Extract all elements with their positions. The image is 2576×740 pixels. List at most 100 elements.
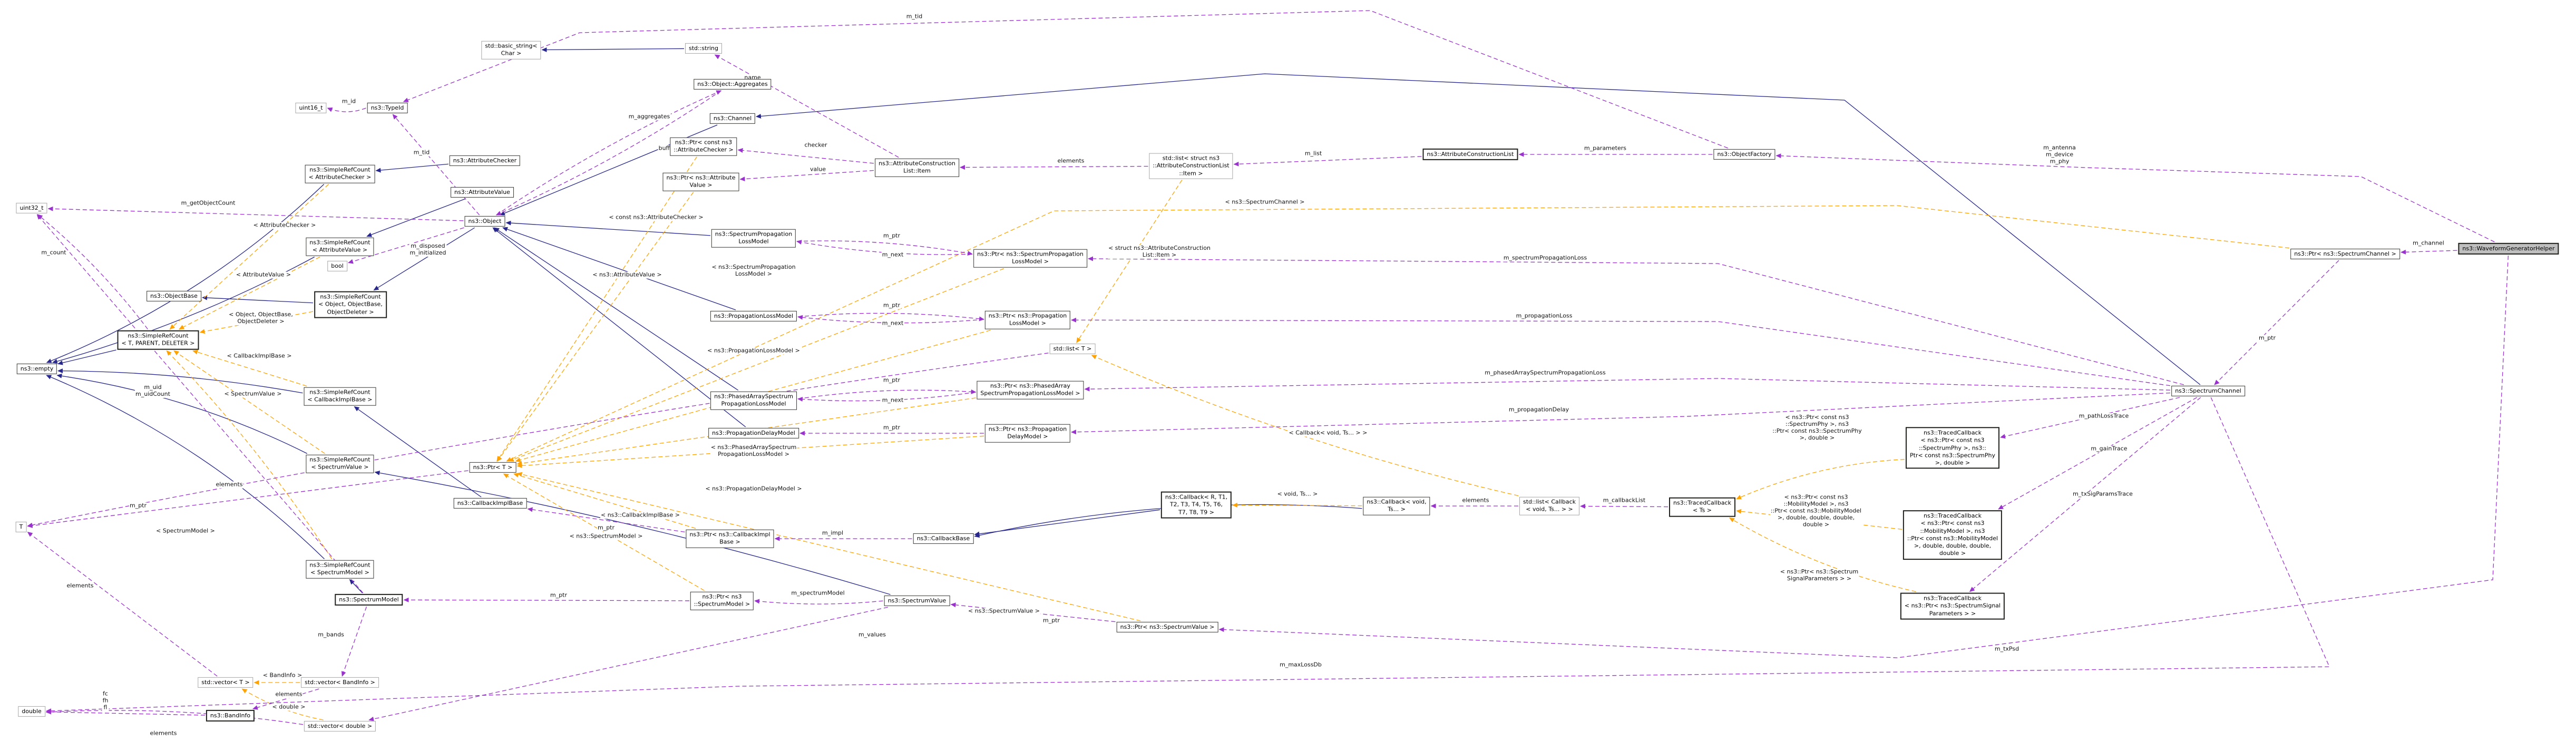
- class-node-ptr_specmodel[interactable]: ns3::Ptr< ns3 ::SpectrumModel >: [690, 591, 754, 610]
- edge-label-object-to-typeid: m_tid: [413, 149, 431, 157]
- edge-label-src_av-to-src_tpd: < AttributeValue >: [235, 271, 292, 279]
- edge-std_string-to-basic_string: [541, 47, 685, 52]
- edge-label-ptr_prop_loss-to-ptr_t: < ns3::PropagationLossModel >: [707, 347, 801, 355]
- main-class-node-helper[interactable]: ns3::WaveformGeneratorHelper: [2458, 242, 2559, 255]
- class-node-pa_loss[interactable]: ns3::PhasedArraySpectrum PropagationLoss…: [710, 391, 797, 410]
- edge-vector_t-to-T: [27, 531, 218, 677]
- class-node-bandinfo[interactable]: ns3::BandInfo: [206, 709, 255, 722]
- class-node-ns3_empty[interactable]: ns3::empty: [16, 363, 57, 375]
- class-node-channel[interactable]: ns3::Channel: [709, 113, 756, 124]
- edge-spectrummodel-to-vector_bandinfo: [341, 606, 367, 677]
- edge-src_sm-to-ns3_empty: [46, 375, 325, 559]
- edge-src_av-to-src_tpd: [179, 256, 320, 330]
- class-node-prop_delay[interactable]: ns3::PropagationDelayModel: [708, 427, 799, 439]
- class-node-typeid[interactable]: ns3::TypeId: [367, 102, 408, 114]
- class-node-std_string[interactable]: std::string: [685, 43, 723, 54]
- class-node-ptr_prop_loss[interactable]: ns3::Ptr< ns3::Propagation LossModel >: [984, 310, 1071, 329]
- edge-ptr_spectrumchannel-to-spectrumchannel: [2214, 260, 2339, 385]
- edge-spectrumvalue-to-src_sv: [374, 470, 891, 595]
- class-node-double[interactable]: double: [18, 706, 45, 717]
- edge-label-ptr_cib-to-ptr_t: < ns3::CallbackImplBase >: [600, 511, 680, 519]
- edge-prop_loss-to-ptr_prop_loss: [797, 313, 984, 322]
- edge-spectrumvalue-to-ptr_specmodel: [754, 599, 883, 605]
- edge-src_obj-to-objectbase: [202, 295, 314, 304]
- class-node-list_callback[interactable]: std::list< Callback < void, Ts... > >: [1519, 496, 1579, 515]
- class-node-object[interactable]: ns3::Object: [464, 216, 505, 227]
- class-node-T[interactable]: T: [15, 521, 27, 533]
- edge-object-to-uint32_t: [47, 206, 464, 221]
- class-node-spectrummodel[interactable]: ns3::SpectrumModel: [335, 593, 403, 606]
- edge-object-to-aggregates: [496, 90, 722, 216]
- class-node-attrchecker[interactable]: ns3::AttributeChecker: [449, 155, 521, 167]
- edge-ptr_specvalue-to-ptr_t: [516, 472, 1141, 621]
- edge-label-tcb_phy-to-tracedcb_ts: < ns3::Ptr< const ns3 ::SpectrumPhy >, n…: [1772, 414, 1862, 442]
- class-node-basic_string[interactable]: std::basic_string< Char >: [481, 41, 541, 60]
- class-node-stdlist_t[interactable]: std::list< T >: [1049, 343, 1096, 355]
- class-node-objectbase[interactable]: ns3::ObjectBase: [147, 290, 201, 302]
- edge-ptr_spec_prop_loss-to-ptr_t: [508, 268, 1004, 462]
- edge-spectrummodel-to-uint32_t: [36, 214, 364, 593]
- class-node-itemlist[interactable]: std::list< struct ns3 ::AttributeConstru…: [1149, 153, 1233, 179]
- edge-label-ptr_const_ac-to-ptr_t: < const ns3::AttributeChecker >: [608, 213, 704, 221]
- class-node-src_obj[interactable]: ns3::SimpleRefCount < Object, ObjectBase…: [314, 291, 387, 318]
- edge-label-objectfactory-to-typeid: m_tid: [905, 13, 923, 21]
- class-node-spectrumchannel[interactable]: ns3::SpectrumChannel: [2171, 385, 2245, 397]
- class-node-tcb_phy[interactable]: ns3::TracedCallback < ns3::Ptr< const ns…: [1905, 427, 2000, 469]
- class-node-acl[interactable]: ns3::AttributeConstructionList: [1422, 148, 1518, 161]
- edge-label-ptr_pa_loss-to-ptr_t: < ns3::PhasedArraySpectrum PropagationLo…: [710, 444, 797, 458]
- class-node-tracedcb_ts[interactable]: ns3::TracedCallback < Ts >: [1669, 497, 1735, 517]
- class-node-acl_item[interactable]: ns3::AttributeConstruction List::Item: [875, 158, 959, 177]
- edge-label-ptr_specmodel-to-spectrummodel: m_ptr: [549, 591, 568, 599]
- class-node-aggregates[interactable]: ns3::Object::Aggregates: [694, 79, 772, 90]
- class-node-ptr_t[interactable]: ns3::Ptr< T >: [469, 462, 516, 473]
- edge-label-acl_item-to-ptr_av: value: [809, 165, 827, 173]
- edge-spectrumchannel-to-ptr_prop_delay: [1071, 392, 2171, 435]
- edge-label-vector_t-to-T: elements: [66, 582, 94, 590]
- class-node-ptr_spec_prop_loss[interactable]: ns3::Ptr< ns3::SpectrumPropagation LossM…: [973, 249, 1087, 268]
- class-node-src_sm[interactable]: ns3::SimpleRefCount < SpectrumModel >: [306, 560, 374, 579]
- class-node-src_av[interactable]: ns3::SimpleRefCount < AttributeValue >: [306, 237, 374, 256]
- class-node-ptr_pa_loss[interactable]: ns3::Ptr< ns3::PhasedArray SpectrumPropa…: [977, 381, 1084, 400]
- class-node-src_sv[interactable]: ns3::SimpleRefCount < SpectrumValue >: [306, 454, 374, 473]
- class-node-objectfactory[interactable]: ns3::ObjectFactory: [1713, 149, 1775, 160]
- class-node-src_tpd[interactable]: ns3::SimpleRefCount < T, PARENT, DELETER…: [117, 330, 199, 350]
- class-node-callbackbase[interactable]: ns3::CallbackBase: [913, 533, 974, 544]
- class-node-ptr_cib[interactable]: ns3::Ptr< ns3::CallbackImpl Base >: [686, 529, 774, 548]
- class-node-tcb_sig[interactable]: ns3::TracedCallback < ns3::Ptr< ns3::Spe…: [1900, 592, 2005, 620]
- class-node-spectrumvalue[interactable]: ns3::SpectrumValue: [884, 595, 950, 607]
- class-node-callback9[interactable]: ns3::Callback< R, T1, T2, T3, T4, T5, T6…: [1160, 491, 1232, 519]
- class-node-ptr_prop_delay[interactable]: ns3::Ptr< ns3::Propagation DelayModel >: [984, 424, 1071, 443]
- class-node-attrvalue[interactable]: ns3::AttributeValue: [451, 187, 514, 198]
- edge-label-vector_double-to-double: elements: [149, 729, 178, 737]
- class-node-tcb_mob[interactable]: ns3::TracedCallback < ns3::Ptr< const ns…: [1902, 510, 2003, 560]
- edge-src_cib-to-ns3_empty: [57, 368, 303, 394]
- edge-label-typeid-to-uint16: m_id: [341, 98, 357, 105]
- class-node-ptr_spectrumchannel[interactable]: ns3::Ptr< ns3::SpectrumChannel >: [2290, 248, 2400, 260]
- class-node-uint32_t[interactable]: uint32_t: [16, 202, 47, 214]
- class-node-ptr_specvalue[interactable]: ns3::Ptr< ns3::SpectrumValue >: [1116, 621, 1218, 633]
- class-node-ptr_av[interactable]: ns3::Ptr< ns3::Attribute Value >: [662, 172, 739, 191]
- edge-label-callback_void-to-callback9: < void, Ts... >: [1276, 490, 1319, 498]
- edge-spec_prop_loss-to-ptr_spec_prop_loss: [796, 240, 973, 256]
- class-node-prop_loss[interactable]: ns3::PropagationLossModel: [710, 310, 797, 322]
- edge-acl-to-itemlist: [1233, 156, 1422, 167]
- class-node-vector_double[interactable]: std::vector< double >: [304, 720, 376, 732]
- class-node-bool[interactable]: bool: [327, 260, 347, 272]
- edge-stdlist_t-to-T: [27, 353, 1049, 528]
- edge-spectrumvalue-to-vector_double: [368, 607, 888, 722]
- class-node-spec_prop_loss[interactable]: ns3::SpectrumPropagation LossModel: [711, 229, 796, 248]
- edge-helper-to-ptr_specvalue: [1218, 255, 2509, 658]
- class-node-ptr_const_ac[interactable]: ns3::Ptr< const ns3 ::AttributeChecker >: [670, 137, 737, 156]
- edge-label-vector_bandinfo-to-vector_t: < BandInfo >: [262, 671, 303, 679]
- class-node-src_ac[interactable]: ns3::SimpleRefCount < AttributeChecker >: [305, 164, 375, 183]
- edge-src_tpd-to-ns3_empty: [57, 349, 116, 365]
- class-node-callbackimplbase[interactable]: ns3::CallbackImplBase: [453, 498, 527, 509]
- class-node-vector_bandinfo[interactable]: std::vector< BandInfo >: [301, 677, 379, 688]
- class-node-callback_void[interactable]: ns3::Callback< void, Ts... >: [1363, 496, 1430, 515]
- class-node-src_cib[interactable]: ns3::SimpleRefCount < CallbackImplBase >: [304, 387, 376, 406]
- edge-label-src_cib-to-src_tpd: < CallbackImplBase >: [226, 352, 292, 360]
- edge-spectrumchannel-to-double: [46, 397, 2330, 714]
- class-node-uint16[interactable]: uint16_t: [295, 102, 327, 114]
- class-node-vector_t[interactable]: std::vector< T >: [198, 677, 253, 688]
